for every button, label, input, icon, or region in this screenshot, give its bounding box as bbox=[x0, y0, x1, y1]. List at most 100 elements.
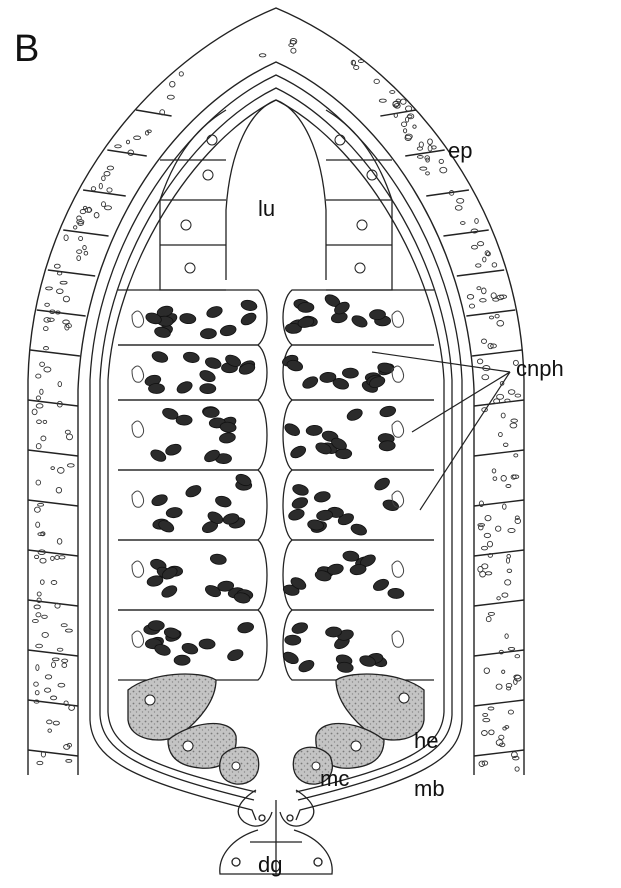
epidermal-nucleus bbox=[487, 541, 492, 547]
nematocyst bbox=[289, 444, 308, 460]
epidermal-nucleus bbox=[40, 558, 46, 563]
epidermis-cell-wall bbox=[474, 700, 524, 706]
cell-nucleus bbox=[335, 135, 345, 145]
epidermal-nucleus bbox=[51, 696, 57, 700]
epidermal-nucleus bbox=[478, 242, 484, 246]
vacuoles bbox=[132, 311, 404, 647]
epidermal-nucleus bbox=[488, 612, 494, 615]
nematocyst bbox=[148, 621, 164, 631]
epidermis-cell-wall bbox=[474, 550, 524, 556]
epidermal-nucleus bbox=[37, 420, 42, 424]
nematocyst bbox=[316, 509, 333, 521]
epidermal-nucleus bbox=[37, 761, 43, 764]
epidermal-nucleus bbox=[63, 296, 69, 302]
epidermis-cell-wall bbox=[474, 450, 524, 456]
panel-letter: B bbox=[14, 30, 39, 68]
epidermal-nucleus bbox=[499, 432, 503, 436]
epidermal-nucleus bbox=[472, 245, 478, 249]
nematocyst bbox=[176, 415, 192, 425]
epidermal-nucleus bbox=[104, 172, 110, 176]
epidermal-nucleus bbox=[36, 665, 39, 671]
label-mb: mb bbox=[414, 778, 445, 800]
label-ep: ep bbox=[448, 140, 472, 162]
epidermal-nucleus bbox=[508, 390, 515, 395]
epidermal-nucleus bbox=[492, 263, 497, 267]
vacuole bbox=[392, 631, 404, 647]
cnidophage-cell-right bbox=[283, 540, 434, 610]
epidermis-cell-wall bbox=[426, 190, 469, 196]
epidermal-nucleus bbox=[481, 546, 487, 550]
epidermal-nucleus bbox=[505, 580, 511, 585]
vacuole bbox=[132, 561, 144, 577]
nematocyst bbox=[388, 588, 405, 599]
epidermal-nucleus bbox=[420, 167, 427, 170]
epidermal-nucleus bbox=[33, 619, 39, 622]
label-lu: lu bbox=[258, 198, 275, 220]
nematocyst bbox=[175, 379, 194, 395]
epidermal-nucleus bbox=[51, 467, 55, 470]
vacuole bbox=[132, 311, 144, 327]
nematocyst bbox=[291, 483, 309, 497]
nematocyst bbox=[298, 302, 314, 312]
epidermal-nucleus bbox=[36, 480, 41, 485]
epidermal-nucleus bbox=[42, 615, 48, 618]
nematocyst bbox=[214, 494, 232, 508]
epidermal-nucleus bbox=[42, 632, 48, 637]
cell-nucleus bbox=[207, 135, 217, 145]
epidermal-nucleus bbox=[291, 48, 296, 53]
epidermal-nucleus bbox=[41, 436, 46, 441]
epidermal-nucleus bbox=[44, 367, 51, 372]
epidermal-nucleus bbox=[57, 289, 64, 294]
nematocyst bbox=[237, 621, 255, 634]
nematocyst bbox=[342, 368, 358, 379]
epidermal-nucleus bbox=[503, 443, 508, 446]
epidermal-nucleus bbox=[404, 129, 407, 133]
nematocyst bbox=[181, 642, 199, 656]
epidermal-nucleus bbox=[52, 658, 59, 661]
epidermal-nucleus bbox=[507, 569, 512, 572]
epidermal-nucleus bbox=[91, 187, 95, 191]
epidermis-cell-wall bbox=[457, 270, 504, 276]
epidermal-nucleus bbox=[496, 526, 501, 531]
epidermal-nucleus bbox=[115, 145, 122, 148]
epidermal-nucleus bbox=[461, 222, 466, 225]
epidermal-nucleus bbox=[69, 705, 75, 710]
label-cnph: cnph bbox=[516, 358, 564, 380]
epidermis-cell-wall bbox=[37, 310, 86, 316]
nematocyst bbox=[379, 405, 397, 419]
epidermal-nucleus bbox=[482, 731, 488, 736]
epidermal-nucleus bbox=[32, 409, 37, 415]
epidermal-nucleus bbox=[493, 477, 497, 481]
epidermal-nucleus bbox=[57, 648, 63, 651]
nematocyst bbox=[306, 425, 323, 436]
nematocyst bbox=[198, 368, 217, 383]
epidermal-nucleus bbox=[491, 293, 496, 299]
nematocyst bbox=[219, 432, 236, 444]
vacuole bbox=[132, 491, 144, 507]
epidermal-nucleus bbox=[510, 423, 517, 428]
epidermal-nucleus bbox=[64, 235, 68, 241]
nematocyst bbox=[313, 490, 331, 503]
nematocyst bbox=[204, 356, 222, 370]
epidermal-nucleus bbox=[401, 99, 407, 104]
epidermal-nucleus bbox=[126, 140, 129, 144]
epidermal-nucleus bbox=[488, 707, 494, 710]
nematocyst bbox=[291, 621, 309, 635]
epidermal-nucleus bbox=[505, 634, 508, 639]
epidermal-nucleus bbox=[507, 687, 511, 690]
epidermal-nucleus bbox=[102, 202, 106, 207]
epidermal-nucleus bbox=[179, 72, 183, 76]
epidermal-nucleus bbox=[74, 226, 77, 229]
nematocyst bbox=[239, 311, 258, 328]
epidermal-nucleus bbox=[57, 272, 61, 275]
nematocyst bbox=[203, 408, 219, 418]
nematocyst bbox=[200, 328, 217, 339]
cnidophage-cell-left bbox=[118, 400, 267, 470]
epidermal-nucleus bbox=[35, 507, 41, 512]
epidermal-nucleus bbox=[457, 198, 464, 203]
epidermal-nucleus bbox=[514, 454, 518, 457]
epidermal-nucleus bbox=[36, 374, 41, 378]
epidermal-nucleus bbox=[477, 359, 482, 364]
nematocyst bbox=[184, 483, 203, 499]
nematocyst bbox=[240, 299, 258, 312]
